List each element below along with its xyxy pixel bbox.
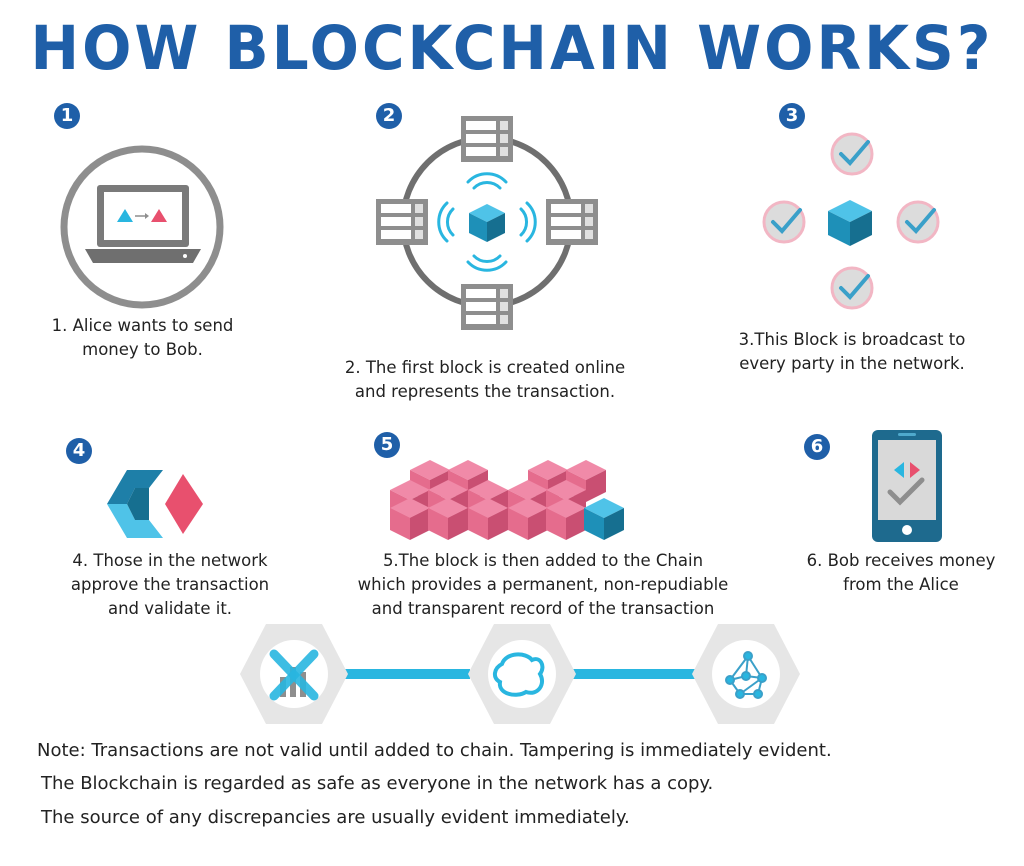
broadcast-checks-icon [762,132,940,310]
step-5-line-3: and transparent record of the transactio… [371,599,715,618]
no-bars-icon [269,649,319,701]
step-3-line-2: every party in the network. [739,354,965,373]
smartphone-icon [872,430,942,542]
step-number-2: 2 [376,103,402,129]
network-graph-icon [725,651,767,699]
note-line-2: The Blockchain is regarded as safe as ev… [41,773,714,794]
step-1-line-1: 1. Alice wants to send [51,316,234,335]
step-4-line-2: approve the transaction [70,575,270,594]
laptop-icon [60,145,224,309]
step-5-line-2: which provides a permanent, non-repudiab… [357,575,729,594]
blob-shape-icon [493,652,545,697]
step-2-caption: 2. The first block is created online and… [305,356,665,404]
note-line-3: The source of any discrepancies are usua… [41,807,630,828]
step-3-line-1: 3.This Block is broadcast to [738,330,966,349]
step-6-line-1: 6. Bob receives money [806,551,996,570]
block-chain-icon [390,460,624,540]
step-number-3: 3 [779,103,805,129]
step-3-caption: 3.This Block is broadcast to every party… [712,328,992,376]
step-number-4: 4 [66,438,92,464]
step-4-line-3: and validate it. [107,599,233,618]
step-4-line-1: 4. Those in the network [72,551,268,570]
validate-logo-icon [107,470,203,538]
bottom-chain-graphic [240,624,800,724]
page-title: HOW BLOCKCHAIN WORKS? [30,12,994,84]
step-5-line-1: 5.The block is then added to the Chain [382,551,704,570]
step-1-caption: 1. Alice wants to send money to Bob. [30,314,255,362]
step-number-1: 1 [54,103,80,129]
step-number-6: 6 [804,434,830,460]
step-2-line-1: 2. The first block is created online [344,358,626,377]
step-4-caption: 4. Those in the network approve the tran… [40,549,300,621]
server-network-icon [376,116,598,330]
note-line-1: Note: Transactions are not valid until a… [37,740,832,761]
step-number-5: 5 [374,432,400,458]
step-5-caption: 5.The block is then added to the Chain w… [318,549,768,621]
step-6-line-2: from the Alice [843,575,959,594]
step-6-caption: 6. Bob receives money from the Alice [778,549,1024,597]
step-1-line-2: money to Bob. [82,340,203,359]
step-2-line-2: and represents the transaction. [354,382,616,401]
